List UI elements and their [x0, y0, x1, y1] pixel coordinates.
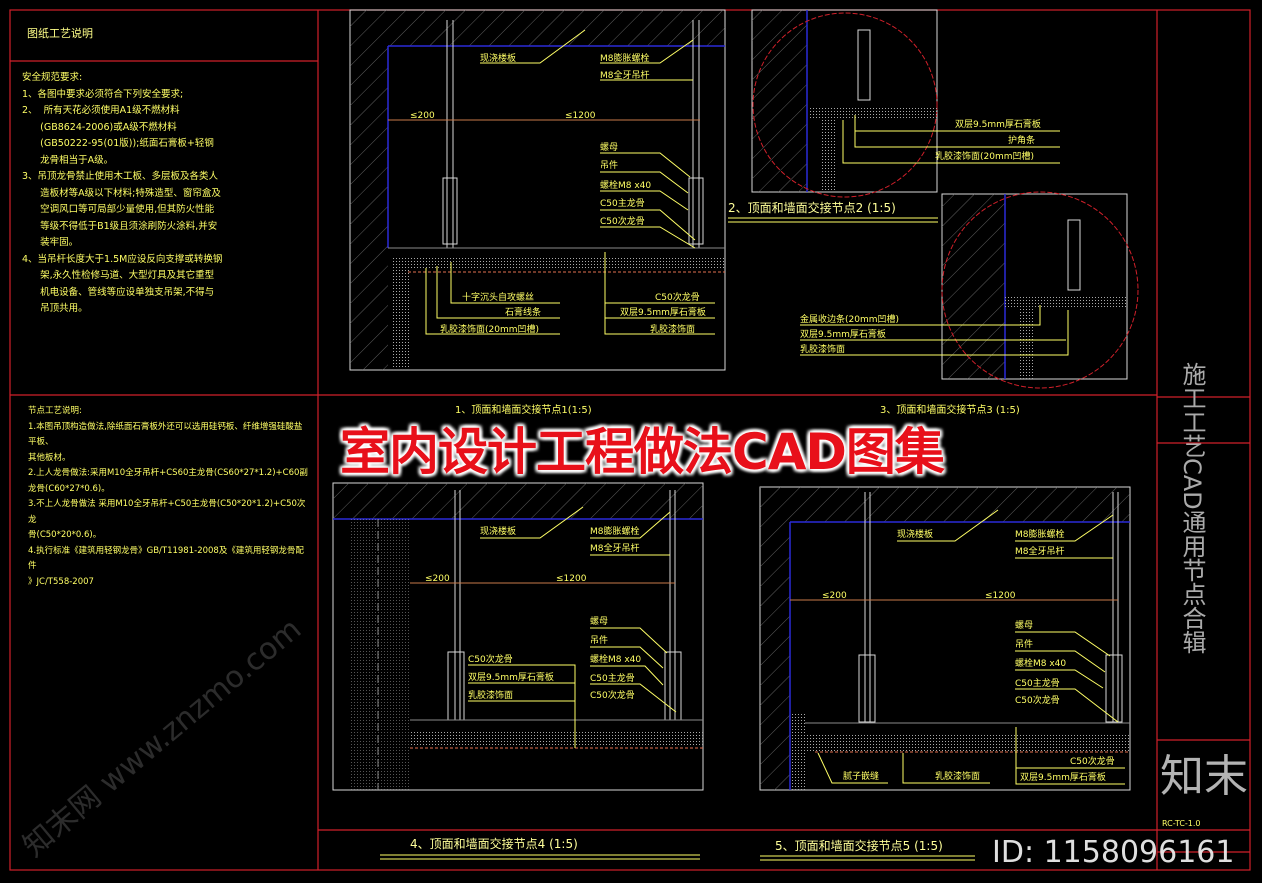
annotation: 吊件 — [1015, 638, 1033, 650]
drawing-number: RC-TC-1.0 — [1162, 819, 1201, 828]
dimension-label: ≤1200 — [985, 591, 1016, 601]
safety-notes-heading: 安全规范要求: — [22, 72, 83, 83]
detail-title: 4、顶面和墙面交接节点4 (1:5) — [410, 836, 578, 851]
annotation: 乳胶漆饰面 — [935, 770, 980, 782]
dimension-label: ≤200 — [425, 574, 450, 584]
annotation: M8膨胀螺栓 — [1015, 528, 1065, 540]
watermark-logo: 知末 — [1160, 751, 1248, 802]
annotation: C50次龙骨 — [655, 291, 700, 303]
detail-5: ≤200 ≤1200 现浇楼板 M8膨胀螺栓 M8全牙吊杆 螺母 吊件 螺栓M8… — [759, 486, 1131, 861]
annotation: 双层9.5mm厚石膏板 — [620, 306, 706, 318]
resource-id: ID: 1158096161 — [992, 835, 1235, 870]
note-line: 3、吊顶龙骨禁止使用木工板、多层板及各类人 — [22, 171, 219, 182]
annotation: 腻子嵌缝 — [843, 770, 879, 782]
note-line: 龙骨相当于A级。 — [22, 154, 114, 166]
watermarks: 知末网 www.znzmo.com — [17, 612, 308, 864]
node-notes: 节点工艺说明: 1.本图吊顶构造做法,除纸面石膏板外还可以选用硅钙板、纤维增强硅… — [28, 404, 310, 590]
note-line: 1、各图中要求必须符合下列安全要求; — [22, 88, 184, 100]
detail-title: 1、顶面和墙面交接节点1(1:5) — [455, 403, 592, 416]
annotation: 吊件 — [590, 634, 608, 646]
note-line: 2、 所有天花必须使用A1级不燃材料 — [22, 105, 180, 116]
annotation: C50次龙骨 — [468, 653, 513, 665]
dimension-label: ≤1200 — [565, 111, 596, 121]
annotation: C50次龙骨 — [590, 689, 635, 701]
detail-2: 双层9.5mm厚石膏板 护角条 乳胶漆饰面(20mm凹槽) 2、顶面和墙面交接节… — [728, 9, 1060, 223]
annotation: 石膏线条 — [505, 306, 541, 318]
note-line: (GB50222-95(01版));纸面石膏板+轻钢 — [22, 138, 214, 149]
annotation: C50主龙骨 — [600, 197, 645, 209]
detail-1: ≤200 ≤1200 现浇楼板 M8膨胀螺栓 M8全牙吊杆 螺母 吊件 螺栓M8… — [349, 9, 726, 416]
annotation: 十字沉头自攻螺丝 — [462, 291, 534, 303]
note-line: 1.本图吊顶构造做法,除纸面石膏板外还可以选用硅钙板、纤维增强硅酸盐平板、 — [28, 421, 303, 448]
safety-notes: 安全规范要求: 1、各图中要求必须符合下列安全要求; 2、 所有天花必须使用A1… — [22, 70, 310, 318]
note-line: 吊顶共用。 — [22, 303, 88, 314]
annotation: M8全牙吊杆 — [600, 69, 650, 81]
annotation: 现浇楼板 — [897, 528, 933, 540]
annotation: 乳胶漆饰面 — [800, 343, 845, 355]
note-line: 装牢固。 — [22, 237, 79, 248]
annotation: 乳胶漆饰面(20mm凹槽) — [935, 150, 1034, 162]
detail-title: 3、顶面和墙面交接节点3 (1:5) — [880, 403, 1020, 416]
note-line: 其他板材。 — [28, 452, 71, 463]
annotation: 螺栓M8 x40 — [1015, 657, 1066, 669]
node-notes-heading: 节点工艺说明: — [28, 406, 82, 416]
note-line: 架,永久性检修马道、大型灯具及其它重型 — [22, 270, 215, 281]
note-line: 3.不上人龙骨做法 采用M10全牙吊杆+C50主龙骨(C50*20*1.2)+C… — [28, 499, 306, 525]
side-title: 施工工艺CAD通用节点合辑 — [1178, 362, 1206, 654]
detail-title: 2、顶面和墙面交接节点2 (1:5) — [728, 200, 896, 215]
note-line: 等级不得低于B1级且须涂刷防火涂料,并安 — [22, 220, 218, 232]
note-line: 》JC/T558-2007 — [28, 576, 94, 587]
note-line: 4.执行标准《建筑用轻钢龙骨》GB/T11981-2008及《建筑用轻钢龙骨配件 — [28, 545, 304, 572]
note-line: 空调风口等可局部少量使用,但其防火性能 — [22, 204, 215, 215]
annotation: 乳胶漆饰面(20mm凹槽) — [440, 323, 539, 335]
annotation: C50主龙骨 — [590, 672, 635, 684]
annotation: 现浇楼板 — [480, 52, 516, 64]
annotation: C50次龙骨 — [1015, 694, 1060, 706]
annotation: 螺母 — [1015, 620, 1033, 631]
annotation: 双层9.5mm厚石膏板 — [800, 328, 886, 340]
note-line: 机电设备、管线等应设单独支吊架,不得与 — [22, 286, 215, 298]
detail-4: ≤200 ≤1200 现浇楼板 M8膨胀螺栓 M8全牙吊杆 螺母 吊件 螺栓M8… — [332, 482, 704, 860]
annotation: 螺母 — [600, 142, 618, 153]
note-line: (GB8624-2006)或A级不燃材料 — [22, 121, 177, 133]
note-line: 造板材等A级以下材料;特殊造型、窗帘盒及 — [22, 187, 221, 199]
banner-title: 室内设计工程做法CAD图集 — [340, 423, 945, 481]
annotation: C50主龙骨 — [1015, 677, 1060, 689]
detail-3: 金属收边条(20mm凹槽) 双层9.5mm厚石膏板 乳胶漆饰面 3、顶面和墙面交… — [800, 191, 1139, 416]
annotation: 双层9.5mm厚石膏板 — [1020, 771, 1106, 783]
annotation: 螺栓M8 x40 — [590, 653, 641, 665]
dimension-label: ≤200 — [822, 591, 847, 601]
annotation: M8全牙吊杆 — [1015, 545, 1065, 557]
detail-title: 5、顶面和墙面交接节点5 (1:5) — [775, 838, 943, 853]
annotation: 乳胶漆饰面 — [468, 689, 513, 701]
annotation: 现浇楼板 — [480, 525, 516, 537]
note-line: 4、当吊杆长度大于1.5M应设反向支撑或转换钢 — [22, 253, 223, 265]
annotation: 螺母 — [590, 616, 608, 627]
annotation: 螺栓M8 x40 — [600, 179, 651, 191]
annotation: 双层9.5mm厚石膏板 — [955, 118, 1041, 130]
annotation: M8膨胀螺栓 — [590, 525, 640, 537]
annotation: 吊件 — [600, 159, 618, 171]
dimension-label: ≤200 — [410, 111, 435, 121]
annotation: 护角条 — [1008, 134, 1035, 146]
note-line: 龙骨(C60*27*0.6)。 — [28, 483, 110, 494]
annotation: C50次龙骨 — [600, 215, 645, 227]
note-line: 骨(C50*20*0.6)。 — [28, 530, 102, 540]
sheet-title: 图纸工艺说明 — [27, 27, 93, 40]
annotation: 乳胶漆饰面 — [650, 323, 695, 335]
annotation: C50次龙骨 — [1070, 755, 1115, 767]
annotation: M8全牙吊杆 — [590, 542, 640, 554]
watermark-text: 知末网 www.znzmo.com — [17, 612, 308, 864]
annotation: 双层9.5mm厚石膏板 — [468, 671, 554, 683]
note-line: 2.上人龙骨做法:采用M10全牙吊杆+CS60主龙骨(CS60*27*1.2)+… — [28, 468, 308, 478]
annotation: M8膨胀螺栓 — [600, 52, 650, 64]
dimension-label: ≤1200 — [556, 574, 587, 584]
annotation: 金属收边条(20mm凹槽) — [800, 313, 899, 325]
